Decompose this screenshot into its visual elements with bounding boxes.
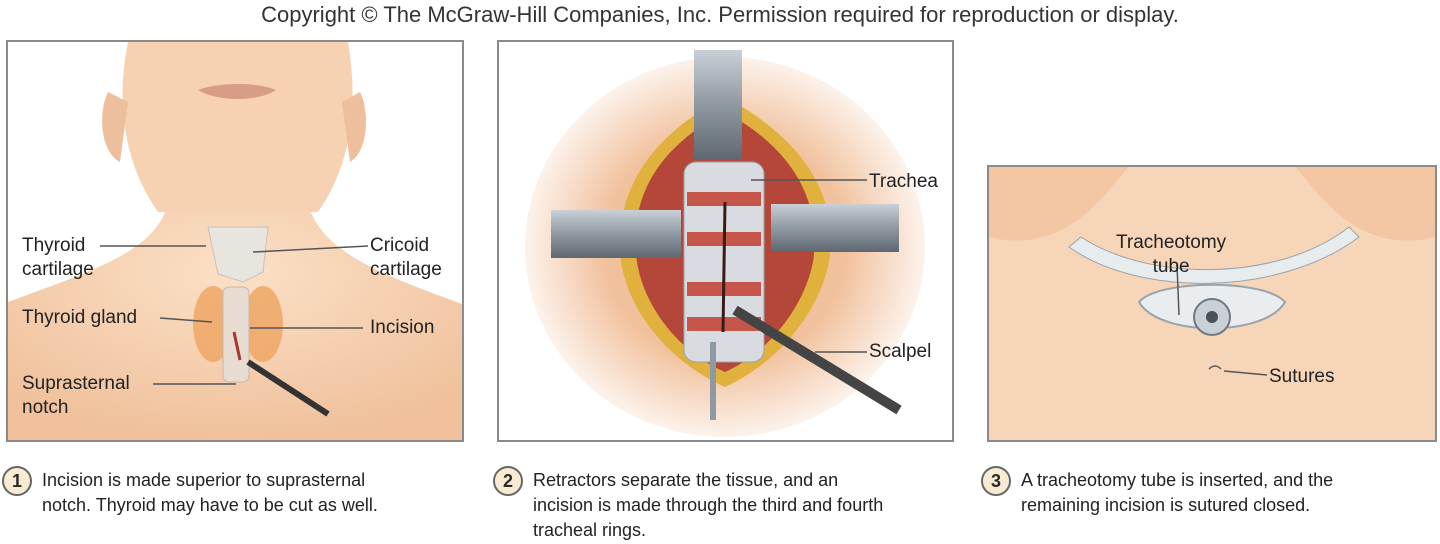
left-ear <box>102 92 128 162</box>
retractor-top <box>694 50 742 160</box>
label-scalpel: Scalpel <box>869 341 932 362</box>
step-3-badge: 3 <box>981 466 1011 496</box>
neck-illustration <box>8 42 462 440</box>
scalpel <box>732 305 902 415</box>
label-trachea: Trachea <box>869 171 938 192</box>
face <box>122 42 353 212</box>
tracheal-incision <box>721 201 727 333</box>
thyroid-gland-right <box>243 286 283 362</box>
label-thyroid-gland: Thyroid gland <box>22 307 138 328</box>
step-1-caption: Incision is made superior to suprasterna… <box>42 470 378 515</box>
retractor-right <box>771 204 899 252</box>
sutures-mark <box>1208 365 1222 370</box>
copyright-notice: Copyright © The McGraw-Hill Companies, I… <box>261 2 1179 27</box>
label-sutures: Sutures <box>1269 366 1335 387</box>
scalpel-handle <box>246 359 330 417</box>
thyroid-cartilage-shape <box>207 226 269 283</box>
step-2-badge: 2 <box>493 466 523 496</box>
neck-strap <box>1068 226 1360 284</box>
surgical-field-illustration <box>525 50 925 437</box>
lips <box>198 84 276 99</box>
right-ear <box>342 92 366 162</box>
retractor-left <box>551 210 681 258</box>
tube-illustration <box>989 167 1435 440</box>
panel-retractors: Trachea Scalpel <box>497 40 954 442</box>
label-incision: Incision <box>370 317 435 338</box>
incision-line <box>232 331 242 361</box>
step-1-badge: 1 <box>2 466 32 496</box>
